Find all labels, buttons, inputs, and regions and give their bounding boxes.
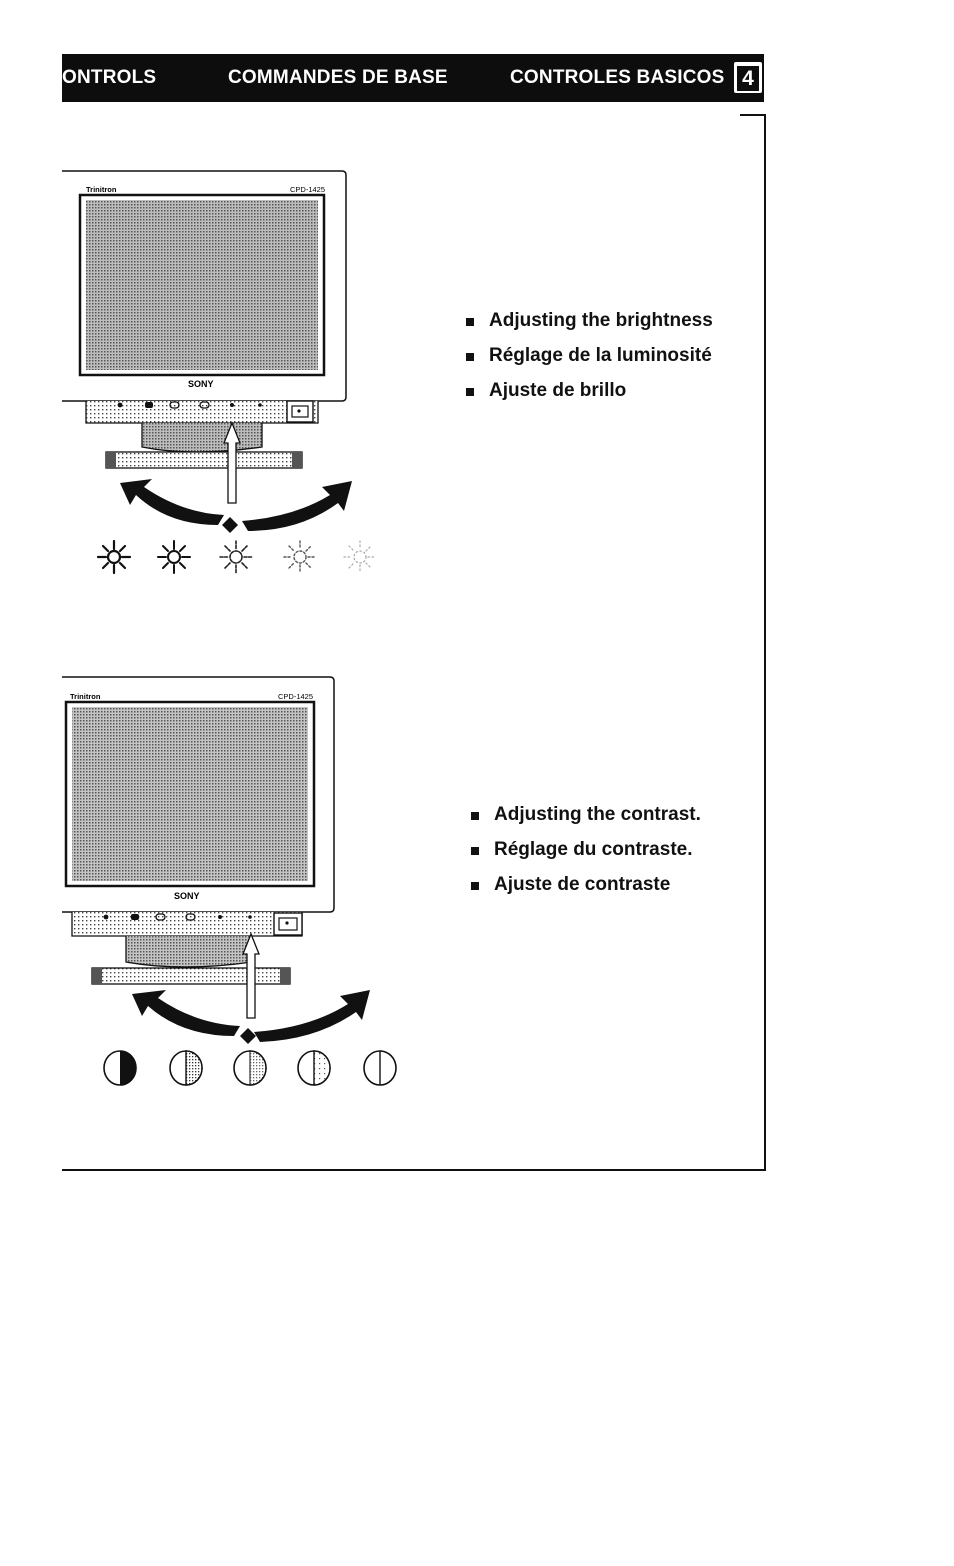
bullet-square-icon: [466, 318, 474, 326]
monitor-2-brand: Trinitron: [70, 692, 101, 701]
sun-icon-dark: [343, 540, 377, 574]
header-title-english: ONTROLS: [62, 67, 157, 88]
contrast-icon-high: [103, 1050, 137, 1086]
monitor-2-model: CPD-1425: [278, 692, 313, 701]
contrast-illustration: Trinitron CPD-1425 SONY: [62, 676, 397, 1086]
up-arrow-icon: [223, 421, 241, 504]
contrast-item-spanish: Ajuste de contraste: [471, 872, 701, 907]
sun-icon-bright: [96, 539, 132, 575]
contrast-icon-medium-low: [297, 1050, 331, 1086]
sun-icon-dim: [283, 540, 317, 574]
bullet-square-icon: [466, 353, 474, 361]
brightness-scale-icons: [96, 539, 377, 575]
sun-icon-medium: [219, 540, 253, 574]
monitor-1-maker: SONY: [188, 379, 214, 389]
page-number-badge: 4: [734, 62, 762, 93]
contrast-item-english: Adjusting the contrast.: [471, 802, 701, 837]
bullet-square-icon: [471, 812, 479, 820]
frame-bottom-line: [62, 1169, 766, 1171]
brightness-item-spanish: Ajuste de brillo: [466, 378, 713, 413]
brightness-list: Adjusting the brightness Réglage de la l…: [466, 308, 713, 413]
sun-icon-medium-bright: [157, 540, 191, 574]
contrast-icon-medium-high: [169, 1050, 203, 1086]
rotate-arrows-icon: [132, 990, 370, 1044]
up-arrow-icon: [242, 932, 260, 1019]
monitor-1: Trinitron CPD-1425 SONY: [62, 170, 347, 469]
contrast-scale-icons: [103, 1050, 397, 1086]
header-title-spanish: CONTROLES BASICOS: [510, 67, 725, 88]
monitor-1-model: CPD-1425: [290, 185, 325, 194]
header-title-french: COMMANDES DE BASE: [228, 67, 448, 88]
bullet-square-icon: [471, 882, 479, 890]
monitor-2: Trinitron CPD-1425 SONY: [62, 676, 335, 985]
header-bar: ONTROLS COMMANDES DE BASE CONTROLES BASI…: [62, 54, 764, 102]
contrast-icon-medium: [233, 1050, 267, 1086]
monitor-2-maker: SONY: [174, 891, 200, 901]
monitor-1-brand: Trinitron: [86, 185, 117, 194]
brightness-illustration: Trinitron CPD-1425 SONY: [62, 170, 377, 575]
rotate-arrows-icon: [120, 479, 352, 533]
monitor-2-screen: [72, 707, 308, 881]
contrast-list: Adjusting the contrast. Réglage du contr…: [471, 802, 701, 907]
brightness-item-french: Réglage de la luminosité: [466, 343, 713, 378]
frame-right-line: [764, 114, 766, 1171]
bullet-square-icon: [471, 847, 479, 855]
brightness-item-english: Adjusting the brightness: [466, 308, 713, 343]
page-number: 4: [737, 66, 759, 91]
contrast-icon-low: [363, 1050, 397, 1086]
monitor-1-screen: [86, 200, 318, 370]
bullet-square-icon: [466, 388, 474, 396]
frame-top-line: [740, 114, 766, 116]
contrast-item-french: Réglage du contraste.: [471, 837, 701, 872]
